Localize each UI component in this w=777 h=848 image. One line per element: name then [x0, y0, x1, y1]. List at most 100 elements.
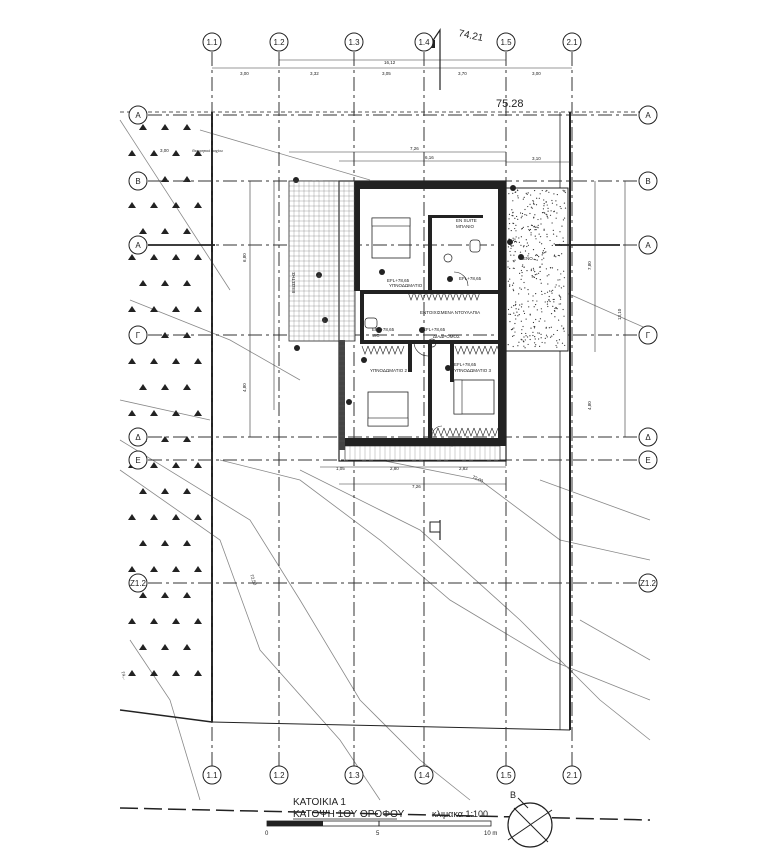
shrub-symbol [194, 254, 202, 260]
shrub-symbol [161, 280, 169, 286]
room-labels: EN SUITE ΜΠΑΝΙΟ ΥΠΝΟΔΩΜΑΤΙΟ EFL+78,65 EF… [291, 218, 533, 373]
title-line-1: ΚΑΤΟΙΚΙΑ 1 [293, 797, 346, 808]
svg-text:Γ: Γ [646, 331, 651, 340]
shrub-symbol [150, 618, 158, 624]
shrub-symbol [183, 384, 191, 390]
shrub-symbol [183, 124, 191, 130]
dim-height-left2: 4,80 [242, 383, 247, 392]
shrub-symbol [172, 254, 180, 260]
contour-label-1: 72,50 [249, 574, 258, 587]
grid-bubble-right-2: A [638, 235, 658, 255]
shrub-symbol [139, 644, 147, 650]
svg-text:1.5: 1.5 [500, 38, 512, 47]
scale-bar-5: 5 [376, 831, 380, 837]
shrub-symbol [172, 358, 180, 364]
shrub-symbol [150, 670, 158, 676]
grid-bubble-bottom-3: 1.4 [414, 765, 434, 785]
shrub-symbol [161, 384, 169, 390]
grid-bubble-bottom-2: 1.3 [344, 765, 364, 785]
shrub-symbol [172, 150, 180, 156]
shrub-symbol [139, 280, 147, 286]
vegetation-hatch [128, 124, 202, 676]
shrub-symbol [150, 462, 158, 468]
shrub-symbol [172, 618, 180, 624]
contour-label-2: 72,00 [472, 474, 485, 484]
grid-bubble-right-6: Z1.2 [638, 573, 658, 593]
room-balcony-label: ΕΞΩΣΤΗΣ [291, 272, 296, 293]
shrub-symbol [183, 644, 191, 650]
shrub-symbol [172, 306, 180, 312]
shrub-symbol [183, 488, 191, 494]
shrub-symbol [194, 202, 202, 208]
shrub-symbol [150, 150, 158, 156]
shrub-symbol [172, 202, 180, 208]
svg-text:1.3: 1.3 [348, 38, 360, 47]
shrub-symbol [172, 410, 180, 416]
neighbor-label: Θεωρητικό τοιχίου [192, 149, 223, 153]
room-wc-label: WC [372, 333, 380, 338]
shrub-symbol [139, 592, 147, 598]
dim-top-2: 3,32 [310, 71, 319, 76]
grid-bubble-bottom-0: 1.1 [202, 765, 222, 785]
grid-bubble-left-4: Δ [128, 427, 148, 447]
shrub-symbol [150, 566, 158, 572]
shrub-symbol [150, 514, 158, 520]
grid-bubble-right-1: B [638, 171, 658, 191]
svg-text:1.2: 1.2 [273, 771, 285, 780]
shrub-symbol [183, 540, 191, 546]
room-corridor-label: ΔΙΑΔΡΟΜΟΣ [433, 334, 460, 339]
shrub-symbol [194, 358, 202, 364]
svg-text:Γ: Γ [136, 331, 141, 340]
dim-top-3: 3,05 [382, 71, 391, 76]
shrub-symbol [139, 228, 147, 234]
svg-text:2.1: 2.1 [566, 38, 578, 47]
dim-bottom-b: 2,80 [390, 466, 399, 471]
shrub-symbol [150, 410, 158, 416]
dim-right-lower: 4,80 [587, 401, 592, 410]
shrub-symbol [128, 150, 136, 156]
shrub-symbol [139, 384, 147, 390]
elevation-property-label: 75.28 [496, 98, 524, 110]
scale-bar-0: 0 [265, 831, 269, 837]
north-label: B [510, 790, 516, 800]
shrub-symbol [194, 514, 202, 520]
top-dimension-chain: 3,00 3,32 3,05 3,70 3,00 16,12 [212, 59, 572, 76]
svg-text:1.3: 1.3 [348, 771, 360, 780]
svg-text:Z1.2: Z1.2 [640, 579, 657, 588]
svg-text:2.1: 2.1 [566, 771, 578, 780]
shrub-symbol [194, 150, 202, 156]
svg-text:A: A [645, 241, 651, 250]
shrub-symbol [194, 670, 202, 676]
dim-right-span: 3,10 [532, 156, 541, 161]
room-corridor-level: EFL+78,65 [423, 327, 446, 332]
shrub-symbol [128, 670, 136, 676]
shrub-symbol [194, 410, 202, 416]
svg-text:Δ: Δ [645, 433, 651, 442]
shrub-symbol [150, 202, 158, 208]
grid-bubble-right-4: Δ [638, 427, 658, 447]
dim-bottom-a: 1,05 [336, 466, 345, 471]
grid-bubble-left-0: A [128, 105, 148, 125]
shrub-symbol [128, 618, 136, 624]
shrub-symbol [139, 488, 147, 494]
shrub-symbol [183, 436, 191, 442]
shrub-symbol [172, 462, 180, 468]
shrub-symbol [161, 644, 169, 650]
room-en-suite-sub: ΜΠΑΝΙΟ [456, 224, 474, 229]
grid-bubble-bottom-1: 1.2 [269, 765, 289, 785]
dim-bottom-total: 7,26 [412, 484, 421, 489]
dim-top-4: 3,70 [458, 71, 467, 76]
title-block: ΚΑΤΟΙΚΙΑ 1 ΚΑΤΟΨΗ 1ΟΥ ΟΡΟΦΟΥ κλιμακα 1:1… [265, 790, 553, 848]
grid-bubble-top-3: 1.4 [414, 32, 434, 52]
shrub-symbol [128, 358, 136, 364]
grid-bubble-left-5: E [128, 450, 148, 470]
shrub-symbol [128, 306, 136, 312]
grid-lines [148, 52, 646, 770]
svg-text:Δ: Δ [135, 433, 141, 442]
grid-bubble-right-0: A [638, 105, 658, 125]
room-bed3-level: EFL+78,65 [454, 362, 477, 367]
shrub-symbol [161, 488, 169, 494]
grid-bubble-top-5: 2.1 [562, 32, 582, 52]
